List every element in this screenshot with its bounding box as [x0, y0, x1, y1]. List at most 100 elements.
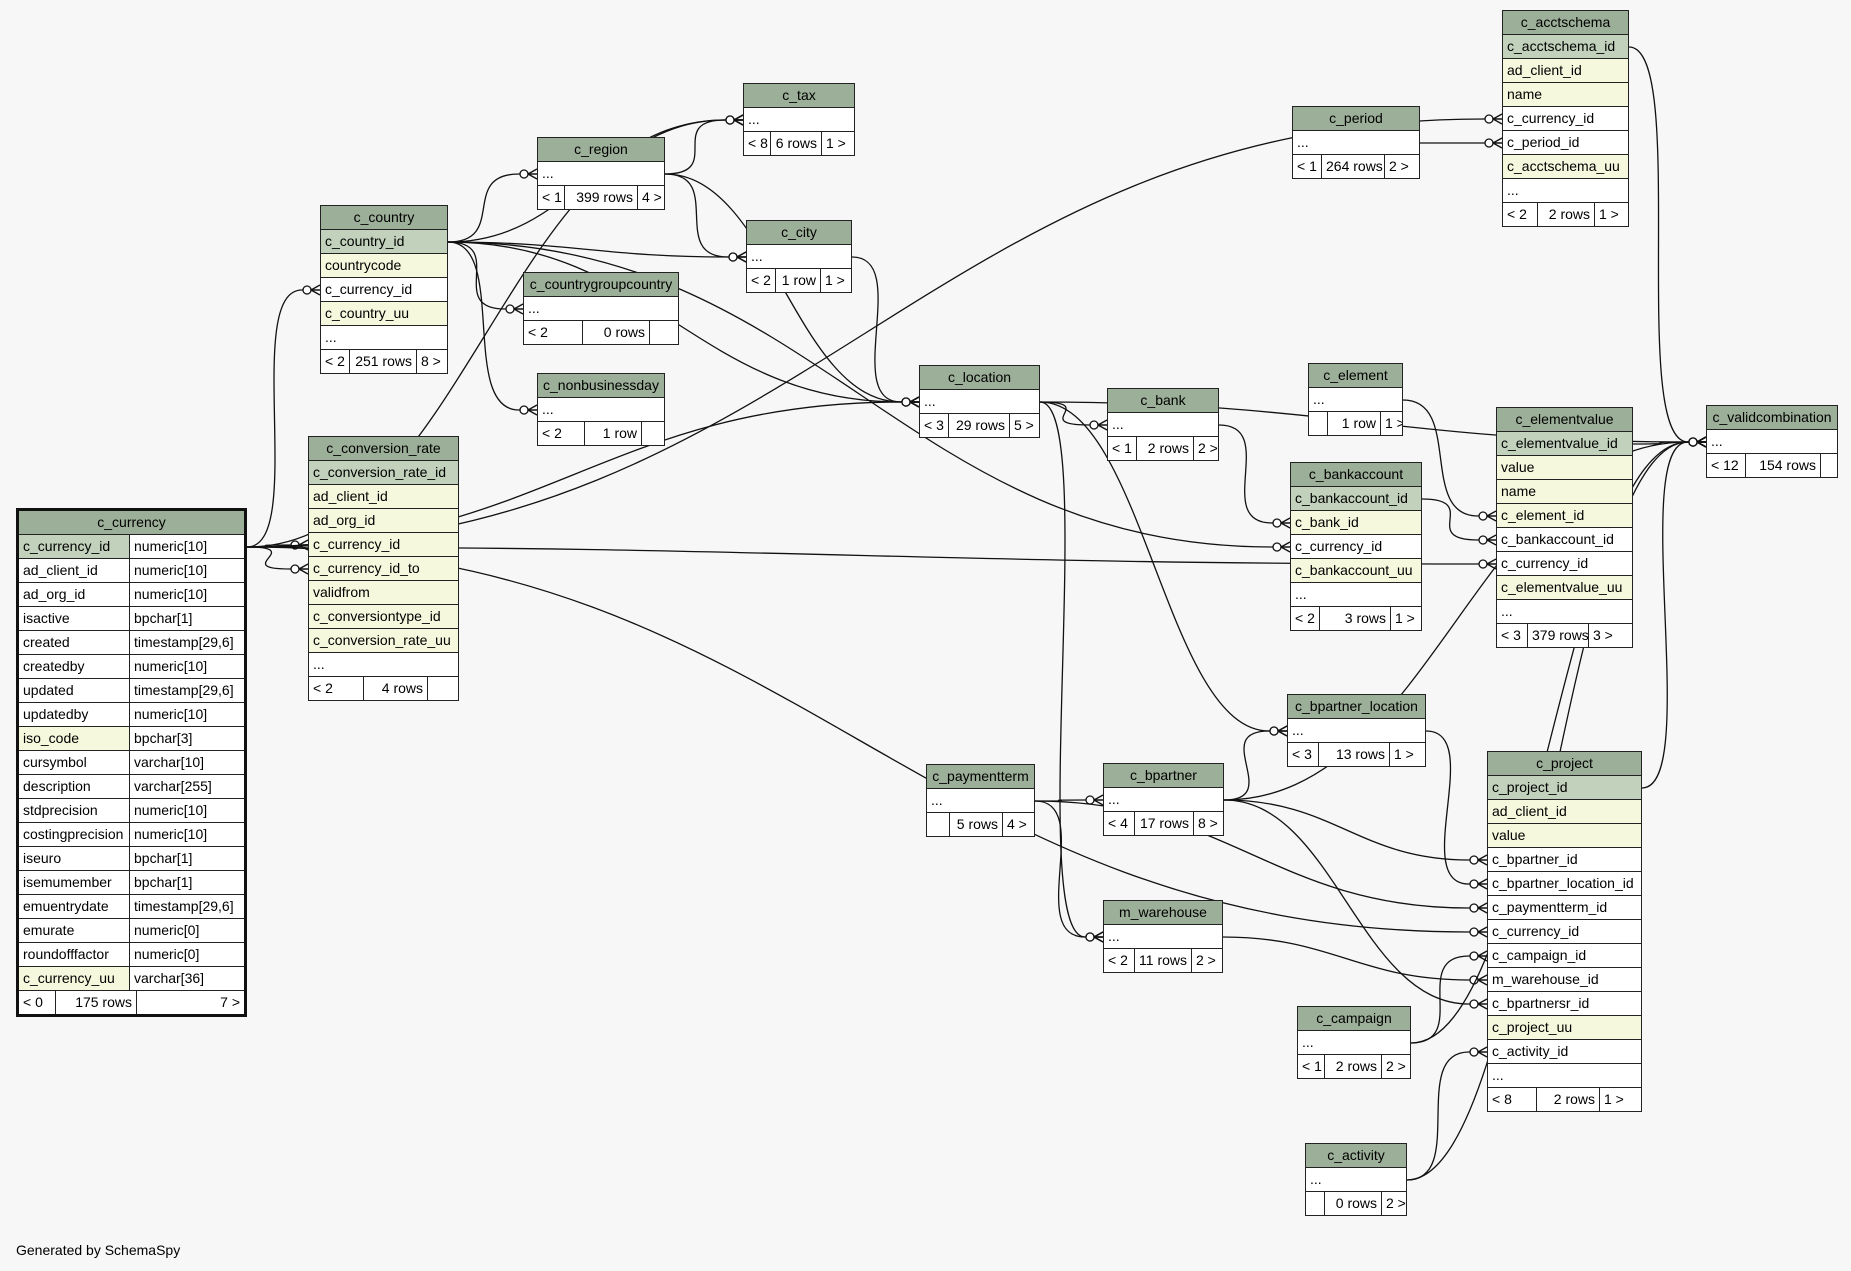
- column-row[interactable]: c_bankaccount_id: [1497, 528, 1632, 552]
- table-title[interactable]: c_country: [321, 206, 447, 230]
- children-count[interactable]: 2 >: [1384, 155, 1419, 178]
- table-title[interactable]: c_conversion_rate: [309, 437, 458, 461]
- children-count[interactable]: 8 >: [1193, 812, 1223, 835]
- table-title[interactable]: c_element: [1309, 364, 1402, 388]
- column-row[interactable]: c_activity_id: [1488, 1040, 1641, 1064]
- parents-count[interactable]: < 8: [748, 135, 768, 151]
- column-row[interactable]: ad_org_id: [309, 509, 458, 533]
- column-row[interactable]: validfrom: [309, 581, 458, 605]
- children-count[interactable]: 2 >: [1381, 1192, 1406, 1215]
- parents-count[interactable]: < 3: [1501, 627, 1521, 643]
- table-title[interactable]: c_region: [538, 138, 664, 162]
- parents-count[interactable]: [1306, 1192, 1324, 1215]
- table-title[interactable]: c_campaign: [1298, 1007, 1410, 1031]
- column-row[interactable]: c_bpartner_id: [1488, 848, 1641, 872]
- column-row[interactable]: ...: [747, 245, 851, 269]
- parents-count[interactable]: < 2: [542, 425, 562, 441]
- children-count[interactable]: 1 >: [1594, 203, 1628, 226]
- column-row[interactable]: m_warehouse_id: [1488, 968, 1641, 992]
- parents-count[interactable]: < 8: [1492, 1091, 1512, 1107]
- children-count[interactable]: [427, 677, 458, 700]
- children-count[interactable]: 1 >: [1380, 412, 1402, 435]
- table-title[interactable]: c_elementvalue: [1497, 408, 1632, 432]
- children-count[interactable]: [649, 321, 678, 344]
- children-count[interactable]: 2 >: [1381, 1055, 1410, 1078]
- column-row[interactable]: c_country_id: [321, 230, 447, 254]
- table-title[interactable]: c_bpartner: [1104, 764, 1223, 788]
- children-count[interactable]: 2 >: [1193, 437, 1218, 460]
- parents-count[interactable]: < 2: [1507, 206, 1527, 222]
- children-count[interactable]: 1 >: [1389, 743, 1425, 766]
- table-title[interactable]: c_bank: [1108, 389, 1218, 413]
- column-row[interactable]: ...: [927, 789, 1034, 813]
- column-row[interactable]: ...: [321, 326, 447, 350]
- column-row[interactable]: ...: [1497, 600, 1632, 624]
- column-row[interactable]: ...: [538, 162, 664, 186]
- column-row[interactable]: c_currency_id: [1488, 920, 1641, 944]
- column-row[interactable]: countrycode: [321, 254, 447, 278]
- column-row[interactable]: ...: [524, 297, 678, 321]
- table-title[interactable]: c_tax: [744, 84, 854, 108]
- column-row[interactable]: c_elementvalue_uu: [1497, 576, 1632, 600]
- table-title[interactable]: c_validcombination: [1707, 406, 1837, 430]
- column-row[interactable]: c_currency_id: [1291, 535, 1421, 559]
- table-title[interactable]: c_project: [1488, 752, 1641, 776]
- column-row[interactable]: c_element_id: [1497, 504, 1632, 528]
- column-row[interactable]: c_paymentterm_id: [1488, 896, 1641, 920]
- parents-count[interactable]: < 1: [1302, 1058, 1322, 1074]
- children-count[interactable]: [641, 422, 664, 445]
- table-title[interactable]: c_city: [747, 221, 851, 245]
- column-row[interactable]: c_project_uu: [1488, 1016, 1641, 1040]
- column-row[interactable]: ad_client_id: [309, 485, 458, 509]
- column-row[interactable]: c_acctschema_id: [1503, 35, 1628, 59]
- parents-count[interactable]: < 3: [924, 417, 944, 433]
- table-title[interactable]: c_currency: [19, 511, 244, 535]
- column-row[interactable]: ...: [1309, 388, 1402, 412]
- parents-count[interactable]: < 2: [1108, 952, 1128, 968]
- table-title[interactable]: c_activity: [1306, 1144, 1406, 1168]
- column-row[interactable]: ...: [1707, 430, 1837, 454]
- parents-count[interactable]: < 0: [23, 994, 43, 1010]
- children-count[interactable]: [1820, 454, 1837, 477]
- table-title[interactable]: c_nonbusinessday: [538, 374, 664, 398]
- parents-count[interactable]: < 3: [1292, 746, 1312, 762]
- column-row[interactable]: c_project_id: [1488, 776, 1641, 800]
- column-row[interactable]: ...: [1306, 1168, 1406, 1192]
- column-row[interactable]: c_bankaccount_id: [1291, 487, 1421, 511]
- column-row[interactable]: c_currency_id: [1503, 107, 1628, 131]
- column-row[interactable]: c_currency_id: [321, 278, 447, 302]
- table-title[interactable]: m_warehouse: [1104, 901, 1222, 925]
- column-row[interactable]: ad_client_id: [1503, 59, 1628, 83]
- column-row[interactable]: ...: [1488, 1064, 1641, 1088]
- column-row[interactable]: ...: [1298, 1031, 1410, 1055]
- column-row[interactable]: c_conversion_rate_uu: [309, 629, 458, 653]
- column-row[interactable]: c_bankaccount_uu: [1291, 559, 1421, 583]
- parents-count[interactable]: < 12: [1711, 457, 1739, 473]
